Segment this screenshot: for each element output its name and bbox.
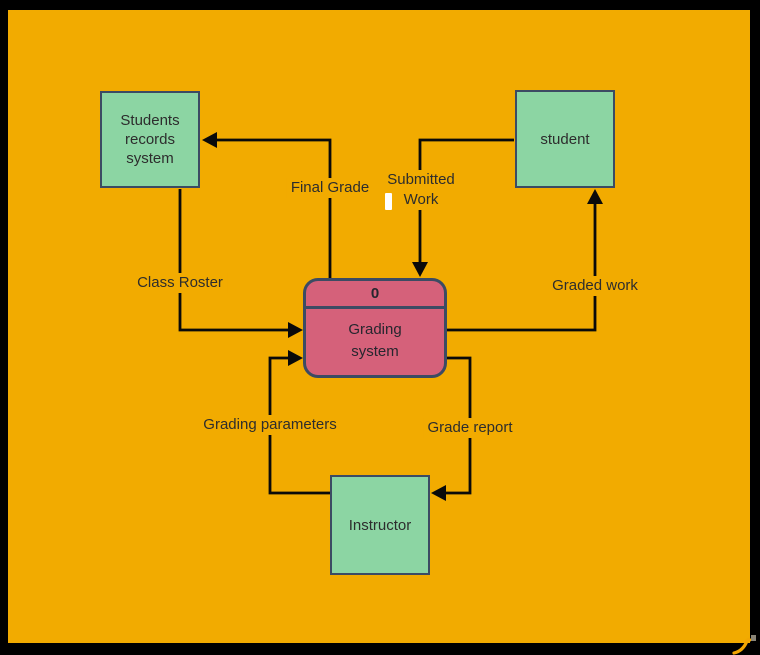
entity-student[interactable]: student: [515, 90, 615, 188]
flow-label-class-roster[interactable]: Class Roster: [133, 273, 227, 293]
arrowhead-right-icon: [288, 350, 303, 366]
connector-graded-work-line[interactable]: [447, 202, 597, 332]
arrowhead-right-icon: [288, 322, 303, 338]
connector-graded-work[interactable]: [447, 189, 603, 332]
watermark-logo-icon: [732, 635, 756, 655]
entity-label-line: records: [124, 131, 176, 148]
flow-label-line: Submitted: [387, 171, 455, 188]
connector-class-roster-line[interactable]: [178, 189, 290, 332]
flow-label-grade-report[interactable]: Grade report: [423, 418, 517, 438]
process-number-band: 0: [306, 281, 444, 309]
entity-label: Instructor: [349, 516, 412, 535]
arrowhead-down-icon: [412, 262, 428, 277]
flow-label-final-grade[interactable]: Final Grade: [286, 178, 374, 198]
entity-instructor[interactable]: Instructor: [330, 475, 430, 575]
process-number: 0: [370, 285, 380, 302]
entity-students-records-system[interactable]: Students records system: [100, 91, 200, 188]
arrowhead-left-icon: [431, 485, 446, 501]
entity-label-line: Instructor: [348, 516, 412, 534]
arrowhead-up-icon: [587, 189, 603, 204]
connector-final-grade[interactable]: [202, 132, 332, 279]
process-name-line: system: [351, 343, 399, 360]
text-cursor: [385, 193, 392, 210]
connector-submitted-work[interactable]: [412, 138, 514, 277]
connector-class-roster[interactable]: [178, 189, 303, 338]
entity-label: Students records system: [120, 111, 179, 168]
process-grading-system[interactable]: 0 Grading system: [303, 278, 447, 378]
entity-label-line: system: [126, 150, 174, 167]
connector-submitted-work-line[interactable]: [418, 138, 514, 265]
arrowhead-left-icon: [202, 132, 217, 148]
flow-label-graded-work[interactable]: Graded work: [548, 276, 642, 296]
process-name-line: Grading: [348, 321, 402, 338]
flow-label-submitted-work[interactable]: Submitted Work: [383, 170, 459, 210]
entity-label-line: student: [540, 130, 590, 148]
connector-final-grade-line[interactable]: [214, 138, 332, 279]
entity-label-line: Students: [120, 112, 180, 129]
flow-label-line: Work: [403, 191, 439, 208]
process-name: Grading system: [306, 309, 444, 373]
flow-label-grading-parameters[interactable]: Grading parameters: [199, 415, 341, 435]
entity-label: student: [540, 130, 589, 149]
